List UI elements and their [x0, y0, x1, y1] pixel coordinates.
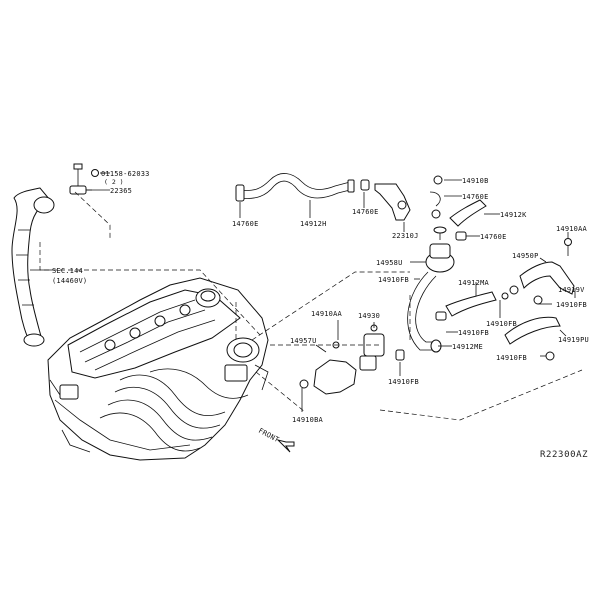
label-14958u: 14958U: [376, 259, 403, 267]
bracket-14950p: [501, 238, 575, 305]
label-14957u: 14957U: [290, 337, 317, 345]
label-14910fb-e: 14910FB: [486, 320, 517, 328]
label-14460v: (14460V): [52, 277, 87, 285]
label-14910fb-c: 14910FB: [388, 378, 419, 386]
label-14910ba: 14910BA: [292, 416, 323, 424]
label-14919v: 14919V: [558, 286, 585, 294]
label-14760e-c: 14760E: [462, 193, 489, 201]
hose-14912ma: [435, 291, 497, 321]
hose-14912me: [395, 271, 442, 361]
label-14910aa-a: 14910AA: [311, 310, 342, 318]
label-22310j: 22310J: [392, 232, 419, 240]
label-14910fb-d: 14910FB: [556, 301, 587, 309]
valve-22310j: [360, 175, 443, 221]
label-14760e-a: 14760E: [232, 220, 259, 228]
label-22365: 22365: [110, 187, 132, 195]
label-14912h: 14912H: [300, 220, 327, 228]
label-14919pu: 14919PU: [558, 336, 589, 344]
label-14912me: 14912ME: [452, 343, 483, 351]
label-14760e-b: 14760E: [352, 208, 379, 216]
leader-lines: [30, 172, 576, 412]
valve-14930: [359, 324, 385, 371]
reference-code: R22300AZ: [540, 450, 588, 460]
label-14910aa-b: 14910AA: [556, 225, 587, 233]
label-14950p: 14950P: [512, 252, 539, 260]
tube-14919pu: [504, 316, 561, 361]
label-14910fb-a: 14910FB: [378, 276, 409, 284]
label-14910b: 14910B: [462, 177, 489, 185]
sensor-22365: [69, 163, 99, 195]
intake-duct-hose: [11, 187, 55, 347]
dashed-guide-lines: [39, 191, 583, 421]
label-01158-62033: 01158-62033: [101, 170, 150, 178]
label-14910fb-b: 14910FB: [458, 329, 489, 337]
hose-14912h: [235, 173, 355, 202]
label-14910fb-f: 14910FB: [496, 354, 527, 362]
label-front: FRONT: [257, 427, 281, 445]
label-14760e-d: 14760E: [480, 233, 507, 241]
label-14930: 14930: [358, 312, 380, 320]
label-qty-2: ( 2 ): [104, 178, 124, 186]
purge-valve-14958u: [425, 226, 455, 273]
front-arrow: [276, 439, 295, 453]
engine-block-drawing: [47, 277, 269, 461]
label-sec144: SEC.144: [52, 267, 83, 275]
label-14912ma: 14912MA: [458, 279, 489, 287]
hose-14912k: [449, 199, 487, 241]
bracket-14957u: [299, 341, 357, 395]
label-14912k: 14912K: [500, 211, 527, 219]
